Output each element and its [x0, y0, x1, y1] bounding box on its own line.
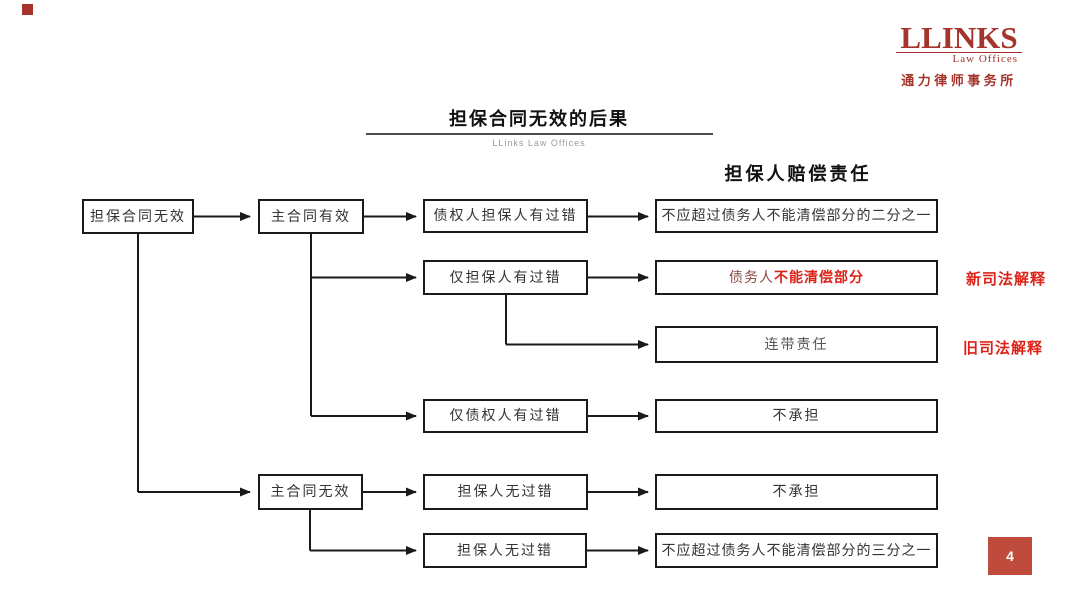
node-main-contract-invalid: 主合同无效	[258, 474, 363, 510]
node-only-creditor-fault: 仅债权人有过错	[423, 399, 588, 433]
annotation-new-judicial-interpretation: 新司法解释	[966, 271, 1047, 288]
llinks-logo: LLINKS Law Offices 通力律师事务所	[896, 22, 1022, 89]
corner-red-square	[22, 4, 33, 15]
title-underline	[366, 133, 713, 135]
result-unable-highlight: 不能清偿部分	[774, 268, 864, 285]
node-creditor-and-guarantor-fault: 债权人担保人有过错	[423, 199, 588, 233]
logo-wordmark: LLINKS	[900, 20, 1018, 55]
node-result-unrecoverable-portion: 债务人不能清偿部分	[655, 260, 938, 295]
node-guarantee-contract-invalid: 担保合同无效	[82, 199, 194, 234]
page-title: 担保合同无效的后果	[449, 109, 629, 129]
node-main-contract-valid: 主合同有效	[258, 199, 364, 234]
title-subtitle: LLinks Law Offices	[492, 138, 586, 148]
annotation-old-judicial-interpretation: 旧司法解释	[963, 340, 1044, 357]
node-guarantor-no-fault-2: 担保人无过错	[423, 533, 587, 568]
node-result-joint-liability-crossed: 连带责任	[655, 326, 938, 363]
node-result-not-liable-1: 不承担	[655, 399, 938, 433]
node-result-not-liable-2: 不承担	[655, 474, 938, 510]
result-unable-prefix: 债务人	[729, 268, 774, 285]
section-heading: 担保人赔偿责任	[724, 164, 872, 184]
logo-subname: Law Offices	[896, 52, 1022, 65]
logo-chinese-name: 通力律师事务所	[901, 73, 1017, 88]
node-result-third: 不应超过债务人不能清偿部分的三分之一	[655, 533, 938, 568]
node-only-guarantor-fault: 仅担保人有过错	[423, 260, 588, 295]
page-number-badge: 4	[988, 537, 1032, 575]
node-guarantor-no-fault-1: 担保人无过错	[423, 474, 588, 510]
node-result-half: 不应超过债务人不能清偿部分的二分之一	[655, 199, 938, 233]
